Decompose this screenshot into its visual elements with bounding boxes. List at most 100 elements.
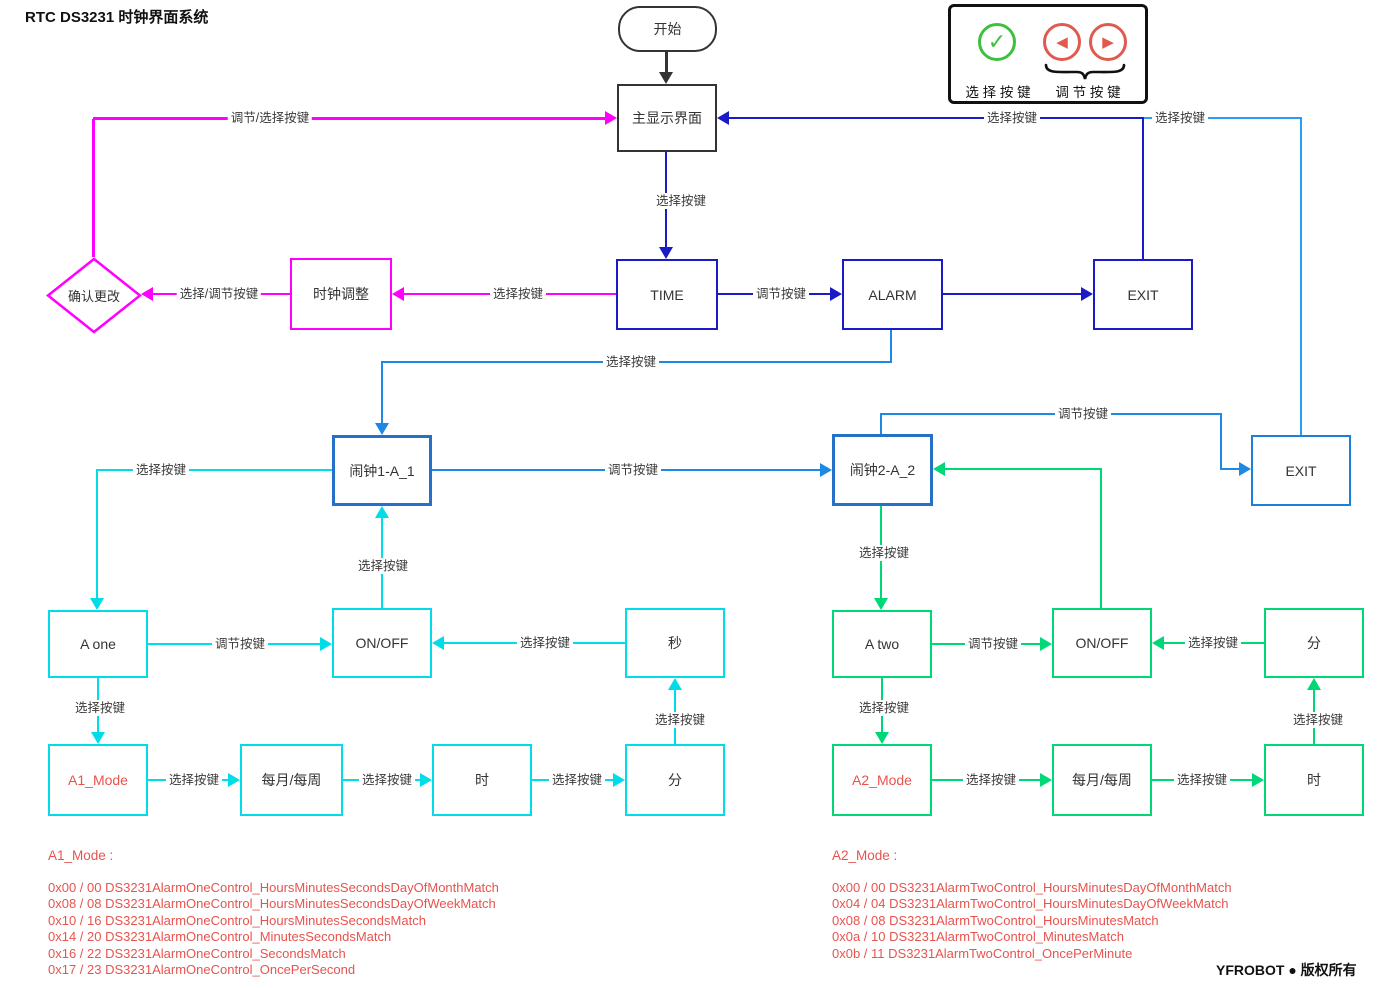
arrow-right-glyph: ▶ [1102,34,1114,51]
underbrace-icon [1044,63,1126,80]
arrowhead [1081,287,1093,301]
arrowhead [392,287,404,301]
arrowhead [830,287,842,301]
copyright-text: YFROBOT ● 版权所有 [1216,962,1357,978]
node-a2-mode: A2_Mode [832,744,932,816]
edge-label: 调节按键 [211,636,269,652]
node-alarm2: 闹钟2-A_2 [832,434,933,506]
connector-line [93,117,605,120]
a1-mode-item: 0x00 / 00 DS3231AlarmOneControl_HoursMin… [48,880,499,895]
edge-label: 选择按键 [855,545,913,561]
arrowhead [320,637,332,651]
arrowhead [1239,462,1251,476]
edge-label: 选择按键 [489,286,547,302]
node-confirm-change-label: 确认更改 [67,289,120,304]
node-start: 开始 [618,6,717,52]
arrowhead [668,678,682,690]
arrow-right-icon: ▶ [1089,23,1127,61]
node-monthweek-2: 每月/每周 [1052,744,1152,816]
edge-label: 调节按键 [1054,406,1112,422]
a2-mode-item: 0x0a / 10 DS3231AlarmTwoControl_MinutesM… [832,929,1124,945]
node-exit-2: EXIT [1251,435,1351,506]
node-time: TIME [616,259,718,330]
a2-mode-item: 0x0b / 11 DS3231AlarmTwoControl_OncePerM… [832,945,1133,961]
edge-label: 选择/调节按键 [176,286,262,302]
arrowhead [613,773,625,787]
node-a-one: A one [48,610,148,678]
node-second: 秒 [625,608,725,678]
connector-line [1220,413,1222,470]
edge-label: 选择按键 [516,635,574,651]
arrowhead [1040,773,1052,787]
a2-mode-list: A2_Mode : 0x00 / 00 DS3231AlarmTwoContro… [832,848,1382,962]
edge-label: 选择按键 [358,772,416,788]
legend-adjust-label: 调 节 按 键 [1055,85,1121,100]
arrowhead [820,463,832,477]
arrowhead [90,598,104,610]
a1-mode-item: 0x16 / 22 DS3231AlarmOneControl_SecondsM… [48,945,346,961]
arrow-left-glyph: ◀ [1056,34,1068,51]
node-a1-mode: A1_Mode [48,744,148,816]
arrowhead [1040,637,1052,651]
connector-line [1142,119,1144,259]
edge-label: 选择按键 [855,700,913,716]
arrowhead [420,773,432,787]
arrowhead [228,773,240,787]
connector-line [890,330,892,362]
arrowhead [933,462,945,476]
node-minute-1: 分 [625,744,725,816]
node-hour-1: 时 [432,744,532,816]
a1-mode-item: 0x17 / 23 DS3231AlarmOneControl_OncePerS… [48,962,356,978]
edge-label: 调节按键 [604,462,662,478]
arrowhead [659,247,673,259]
edge-label: 选择按键 [132,462,190,478]
edge-label: 选择按键 [548,772,606,788]
edge-label: 选择按键 [354,558,412,574]
node-confirm-change: 确认更改 [45,257,143,334]
node-monthweek-1: 每月/每周 [240,744,343,816]
check-glyph: ✓ [987,29,1007,54]
arrowhead [375,423,389,435]
arrowhead [432,636,444,650]
connector-line [1144,117,1302,119]
a2-mode-item: 0x04 / 04 DS3231AlarmTwoControl_HoursMin… [832,896,1229,912]
a1-mode-item: 0x08 / 08 DS3231AlarmOneControl_HoursMin… [48,896,496,912]
node-exit-1: EXIT [1093,259,1193,330]
edge-label: 选择按键 [1151,110,1209,126]
node-clock-adjust: 时钟调整 [290,258,392,330]
a2-mode-item: 0x00 / 00 DS3231AlarmTwoControl_HoursMin… [832,880,1232,895]
edge-label: 选择按键 [1173,772,1231,788]
connector-line [665,52,668,74]
a1-mode-item: 0x14 / 20 DS3231AlarmOneControl_MinutesS… [48,929,392,945]
arrowhead [1252,773,1264,787]
connector-line [729,117,1144,119]
legend-box: ✓ ◀ ▶ 选 择 按 键 调 节 按 键 [948,4,1148,104]
connector-line [381,361,383,425]
connector-line [97,469,332,471]
connector-line [945,468,1102,470]
a1-mode-item: 0x10 / 16 DS3231AlarmOneControl_HoursMin… [48,912,426,928]
node-main-display: 主显示界面 [617,84,717,152]
connector-line [880,413,1222,415]
arrowhead [375,506,389,518]
arrowhead [141,287,153,301]
arrowhead [717,111,729,125]
check-icon: ✓ [978,23,1016,61]
edge-label: 调节按键 [752,286,810,302]
edge-label: 选择按键 [1289,712,1347,728]
a2-mode-item: 0x08 / 08 DS3231AlarmTwoControl_HoursMin… [832,912,1159,928]
edge-label: 选择按键 [71,700,129,716]
edge-label: 选择按键 [962,772,1020,788]
a2-mode-heading: A2_Mode : [832,848,898,863]
node-hour-2: 时 [1264,744,1364,816]
connector-line [96,469,98,598]
arrow-left-icon: ◀ [1043,23,1081,61]
page-title: RTC DS3231 时钟界面系统 [25,9,209,26]
connector-line [880,413,882,434]
connector-line [92,119,95,257]
node-a-two: A two [832,610,932,678]
connector-line [943,293,1082,295]
connector-line [1220,468,1240,470]
connector-line [1100,468,1102,608]
